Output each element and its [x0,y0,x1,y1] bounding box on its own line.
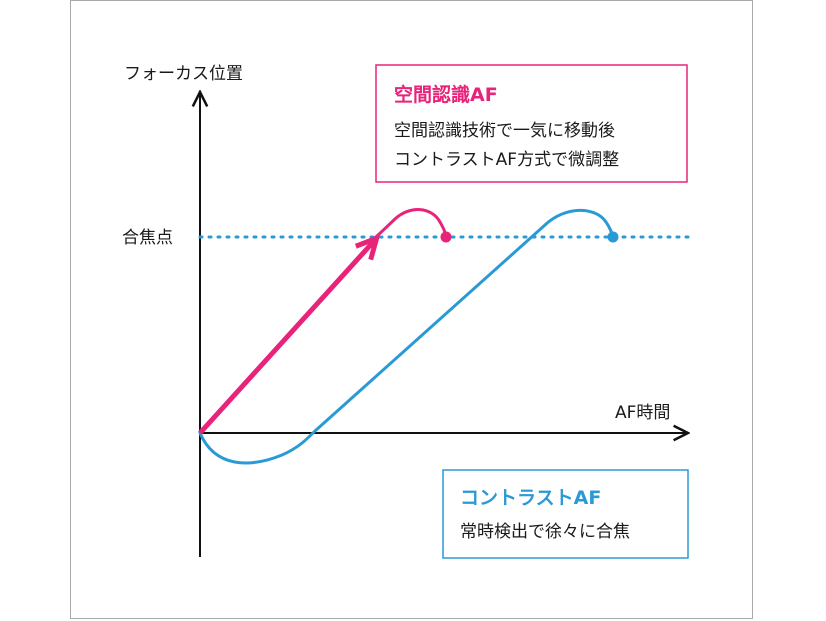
spatial-af-curve [374,208,448,239]
contrast-af-curve [198,208,615,465]
legend-contrast-line1: 常時検出で徐々に合焦 [460,522,630,542]
legend-contrast-title: コントラストAF [460,487,601,509]
y-axis-label: フォーカス位置 [124,64,243,84]
contrast-af-end-dot [607,231,619,243]
legend-contrast-af: コントラストAF 常時検出で徐々に合焦 [442,469,689,559]
legend-spatial-line2: コントラストAF方式で微調整 [394,150,619,170]
focus-point-label: 合焦点 [122,228,173,248]
legend-spatial-af: 空間認識AF 空間認識技術で一気に移動後 コントラストAF方式で微調整 [375,64,688,183]
spatial-af-arrow [198,240,375,435]
spatial-af-end-dot [440,231,452,243]
x-axis-label: AF時間 [615,403,670,423]
legend-spatial-title: 空間認識AF [394,83,498,106]
legend-spatial-line1: 空間認識技術で一気に移動後 [394,121,615,141]
